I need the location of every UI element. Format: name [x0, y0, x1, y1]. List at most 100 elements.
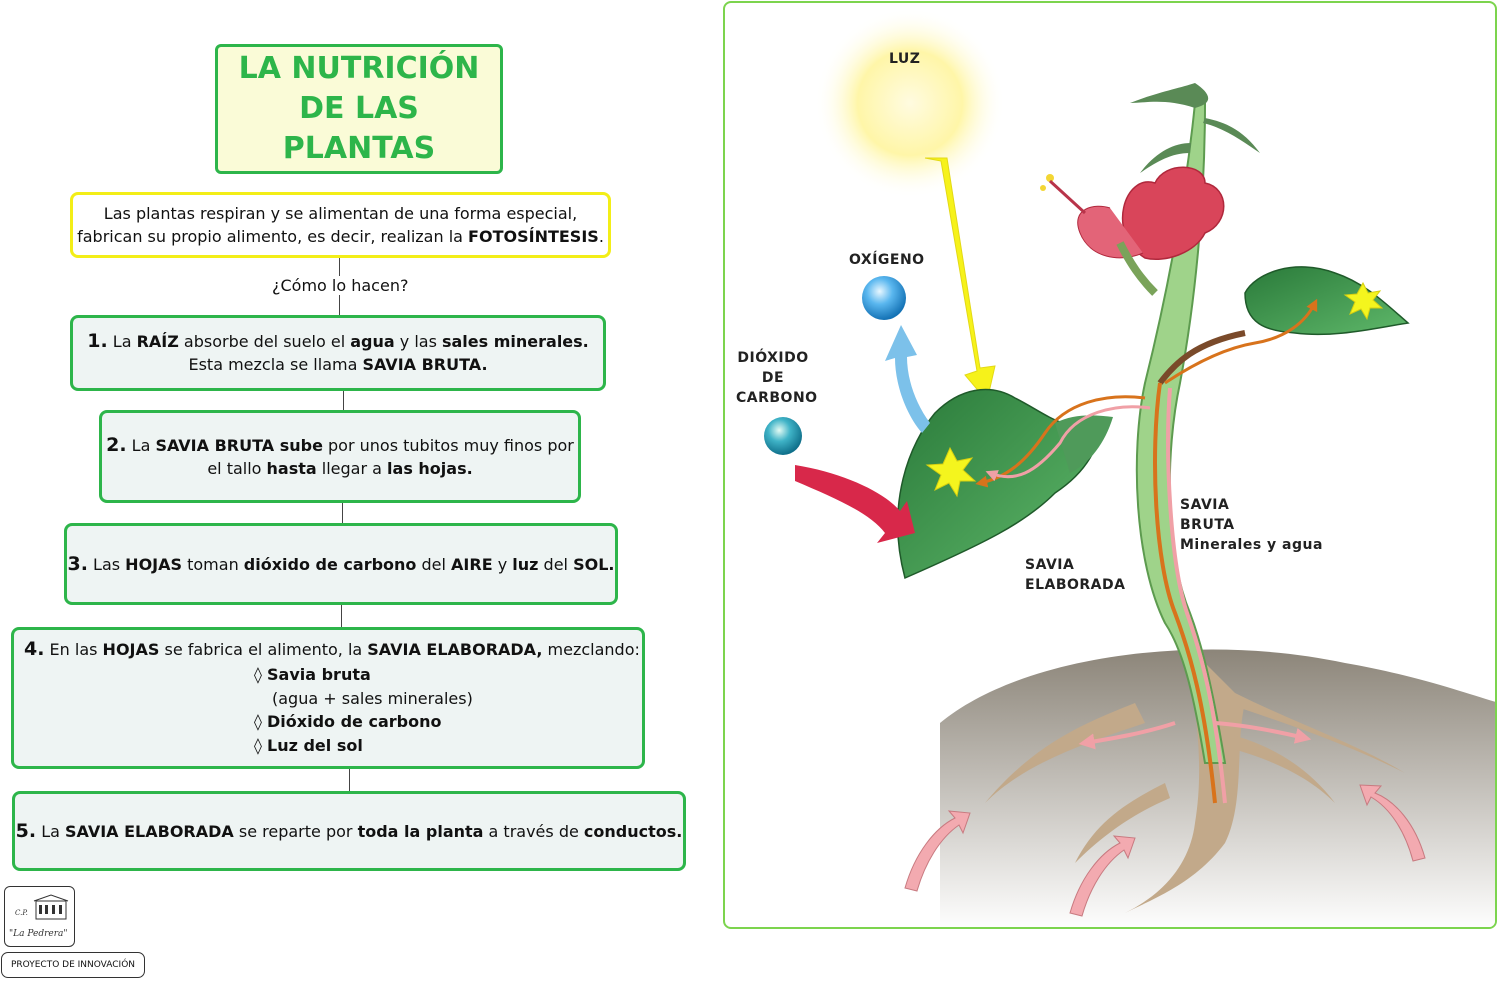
diamond-bullet-icon: ◊ [254, 736, 262, 755]
oxygen-arrow [885, 325, 930, 433]
step-5-line-1: 5. La SAVIA ELABORADA se reparte por tod… [16, 820, 683, 843]
connector-line [343, 391, 344, 410]
step-bold: AIRE [451, 554, 493, 574]
step-text: del [416, 554, 452, 574]
plant-diagram-panel: LUZ OXÍGENO DIÓXIDO DE CARBONO SAVIA BRU… [723, 1, 1497, 929]
step-bold: luz [512, 554, 539, 574]
plant-stem [1135, 102, 1227, 764]
leaf-flow-in [985, 405, 1151, 482]
step-bold: toda la planta [357, 821, 484, 841]
step-text: por unos tubitos muy finos por [322, 435, 574, 455]
co2-arrow [795, 465, 915, 543]
step-bold: HOJAS [125, 554, 183, 574]
diamond-bullet-icon: ◊ [254, 665, 262, 684]
label-savia-bruta-line: BRUTA [1180, 517, 1235, 533]
title-line-2: DE LAS PLANTAS [282, 91, 436, 166]
label-savia-bruta-line: SAVIA [1180, 497, 1230, 513]
step-bold: RAÍZ [136, 332, 179, 351]
step-bold: HOJAS [102, 640, 160, 659]
step-bold: dióxido de carbono [243, 554, 417, 574]
intro-end: . [598, 227, 604, 246]
step-number: 2. [106, 433, 127, 456]
step-5-box: 5. La SAVIA ELABORADA se reparte por tod… [12, 791, 686, 871]
label-savia-elaborada-line: SAVIA [1025, 557, 1075, 573]
question-text: ¿Cómo lo hacen? [270, 276, 411, 295]
intro-box: Las plantas respiran y se alimentan de u… [70, 192, 611, 258]
step-bold: conductos. [583, 821, 683, 841]
label-savia-bruta: SAVIA BRUTA Minerales y agua [1180, 495, 1323, 555]
flower-stalk [1116, 241, 1158, 296]
step-text: La [126, 435, 156, 455]
right-leaf-petiole [1157, 330, 1246, 385]
label-savia-bruta-line: Minerales y agua [1180, 537, 1323, 553]
step-bold: las hojas. [387, 458, 473, 478]
sun-glow [815, 8, 1005, 198]
step-text: toman [182, 554, 244, 574]
co2-bubble-icon [764, 417, 802, 455]
flower-stamen [1040, 185, 1046, 191]
label-luz: LUZ [889, 51, 921, 67]
list-item-label: Savia bruta [267, 665, 371, 684]
step-bold: SOL. [573, 554, 615, 574]
list-item-sub: (agua + sales minerales) [272, 689, 473, 708]
step-bold: sales minerales. [441, 332, 589, 351]
school-logo: C.P. "La Pedrera" [4, 886, 75, 947]
label-savia-elaborada-line: ELABORADA [1025, 577, 1126, 593]
flower-stamen [1046, 174, 1054, 182]
connector-line [341, 605, 342, 627]
intro-bold: FOTOSÍNTESIS [468, 227, 599, 246]
step-4-line-1: 4. En las HOJAS se fabrica el alimento, … [24, 638, 642, 661]
diamond-bullet-icon: ◊ [254, 712, 262, 731]
label-dioxido-line: DE [761, 370, 785, 386]
step-text: del [538, 554, 574, 574]
root-left [985, 703, 1145, 803]
step-text: y [492, 554, 513, 574]
step-text: se reparte por [233, 821, 358, 841]
step-bold: agua [350, 332, 395, 351]
step-text: se fabrica el alimento, la [159, 640, 368, 659]
water-up-arrow [1359, 784, 1426, 862]
school-building-icon: C.P. "La Pedrera" [9, 894, 69, 939]
list-item: ◊ Dióxido de carbono [254, 710, 642, 734]
photosynthesis-spark-icon [1343, 281, 1384, 321]
root-small [1075, 783, 1170, 863]
top-leaf [1203, 118, 1260, 153]
root-small [1225, 733, 1335, 803]
step-text: Las [87, 554, 126, 574]
root-flow-left [1078, 721, 1176, 750]
step-text: Esta mezcla se llama [188, 355, 363, 374]
label-dioxido: DIÓXIDO DE CARBONO [736, 348, 817, 408]
right-leaf [1244, 266, 1410, 336]
step-number: 5. [15, 819, 37, 842]
step-text: La [36, 821, 65, 841]
label-dioxido-line: DIÓXIDO [737, 350, 809, 366]
step-bold: hasta [266, 458, 317, 478]
savia-elaborada-flow [1153, 382, 1217, 804]
step-number: 4. [24, 638, 45, 660]
label-oxigeno: OXÍGENO [849, 252, 925, 268]
title-box: LA NUTRICIÓN DE LAS PLANTAS [215, 44, 503, 174]
intro-line-1: Las plantas respiran y se alimentan de u… [103, 204, 578, 223]
step-text: el tallo [207, 458, 267, 478]
step-bold: SAVIA ELABORADA, [367, 640, 543, 659]
step-bold: SAVIA ELABORADA [65, 821, 234, 841]
list-item-label: Luz del sol [267, 736, 363, 755]
flower [1121, 166, 1225, 260]
step-text: En las [44, 640, 103, 659]
logo-text-2: "La Pedrera" [9, 929, 68, 939]
left-leaf [897, 388, 1099, 580]
flower-petal [1077, 205, 1144, 259]
connector-line [342, 503, 343, 523]
water-up-arrow [1069, 835, 1136, 917]
step-text: y las [394, 332, 442, 351]
logo-text-1: C.P. [15, 909, 28, 917]
intro-text: fabrican su propio alimento, es decir, r… [77, 227, 469, 246]
list-item: ◊ Luz del sol [254, 734, 642, 758]
water-up-arrow [904, 810, 971, 892]
title-line-1: LA NUTRICIÓN [238, 51, 480, 86]
photosynthesis-spark-icon [925, 446, 977, 498]
oxygen-bubble-icon [862, 276, 906, 320]
flower-pistil [1048, 179, 1087, 215]
intro-line-2: fabrican su propio alimento, es decir, r… [77, 225, 604, 248]
step-number: 1. [87, 330, 108, 352]
